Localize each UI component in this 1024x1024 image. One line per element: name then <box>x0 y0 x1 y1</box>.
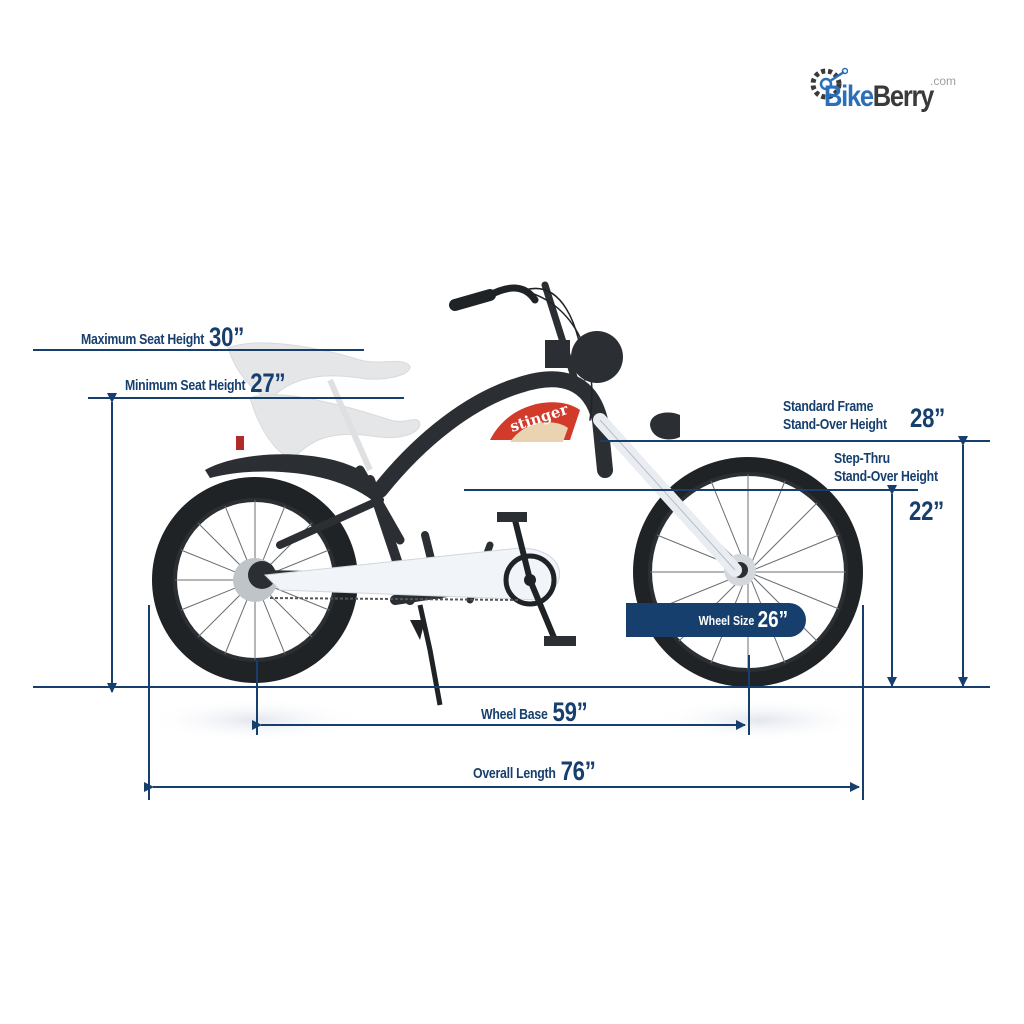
pedal-bottom <box>544 636 576 646</box>
logo-com-suffix: .com <box>930 74 957 88</box>
standard-standover-label: Standard Frame Stand-Over Height <box>783 398 887 433</box>
gear-icon <box>810 67 848 100</box>
stepthru-standover-label: Step-Thru Stand-Over Height <box>834 450 938 485</box>
max-seat-height-value: 30” <box>209 322 245 352</box>
logo-berry-text: Berry <box>872 80 935 113</box>
rear-wheel-shadow <box>145 698 365 742</box>
pedal-top <box>497 512 527 522</box>
min-seat-height-value: 27” <box>250 368 286 398</box>
stepthru-standover-value: 22” <box>909 496 944 526</box>
chainring <box>503 553 557 607</box>
front-speaker <box>571 331 623 383</box>
wheel-base-value: 59” <box>552 697 588 727</box>
ghost-seat-icons <box>227 342 421 472</box>
chain <box>269 597 521 601</box>
wheel-size-value: 26” <box>757 606 788 632</box>
rear-wheel <box>152 477 358 683</box>
front-wheel-shadow <box>650 698 870 742</box>
logo-wordmark: BikeBerry <box>824 80 935 114</box>
headlight <box>650 412 680 440</box>
standard-standover-value: 28” <box>910 403 945 433</box>
stinger-decal: stinger <box>490 400 580 442</box>
overall-length-value: 76” <box>560 756 596 786</box>
stem-clamp <box>545 340 570 368</box>
dimension-lines <box>33 349 990 800</box>
bikeberry-logo: .com BikeBerry <box>808 66 968 122</box>
rear-reflector <box>236 436 244 450</box>
rear-fender <box>205 454 378 505</box>
logo-bike-text: Bike <box>824 80 874 113</box>
